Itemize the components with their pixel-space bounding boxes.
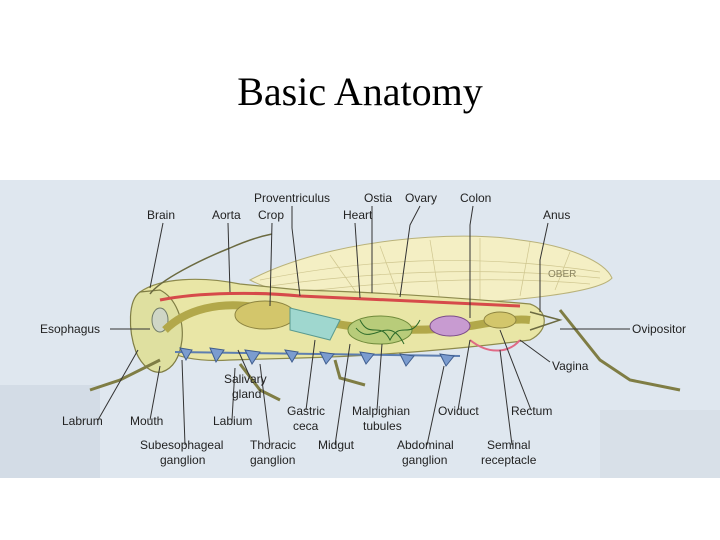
gastric-ceca bbox=[289, 307, 341, 341]
label-aorta: Aorta bbox=[212, 208, 241, 222]
label-salivary-gland-line1: Salivary bbox=[224, 372, 267, 386]
label-abdominal-line1: Abdominal bbox=[397, 438, 454, 452]
grasshopper-anatomy-diagram: OBER bbox=[0, 180, 720, 478]
label-ostia: Ostia bbox=[364, 191, 392, 205]
label-abdominal-line2: ganglion bbox=[402, 453, 447, 467]
ovipositor bbox=[529, 311, 563, 331]
label-crop: Crop bbox=[258, 208, 284, 222]
label-malpighian-line2: tubules bbox=[363, 419, 402, 433]
label-malpighian-line1: Malpighian bbox=[352, 404, 410, 418]
page-text-ghost-left bbox=[0, 385, 100, 478]
leader-lines bbox=[97, 205, 630, 446]
label-proventriculus: Proventriculus bbox=[254, 191, 330, 205]
label-subesophageal-line1: Subesophageal bbox=[140, 438, 223, 452]
label-brain: Brain bbox=[147, 208, 175, 222]
crop bbox=[234, 300, 296, 330]
rectum bbox=[483, 311, 517, 329]
ovary bbox=[429, 315, 471, 337]
label-seminal-line2: receptacle bbox=[481, 453, 537, 467]
label-esophagus: Esophagus bbox=[40, 322, 100, 336]
page-text-ghost-right bbox=[600, 410, 720, 478]
label-mouth: Mouth bbox=[130, 414, 163, 428]
label-thoracic-line1: Thoracic bbox=[250, 438, 296, 452]
body-outline bbox=[139, 278, 545, 362]
label-ovipositor: Ovipositor bbox=[632, 322, 686, 336]
antenna bbox=[149, 233, 273, 295]
label-salivary-gland-line2: gland bbox=[232, 387, 261, 401]
label-heart: Heart bbox=[343, 208, 373, 222]
label-midgut: Midgut bbox=[318, 438, 355, 452]
watermark-text: OBER bbox=[548, 269, 576, 280]
label-gastric-ceca-line1: Gastric bbox=[287, 404, 325, 418]
oviduct bbox=[469, 339, 521, 352]
label-gastric-ceca-line2: ceca bbox=[293, 419, 319, 433]
label-labrum: Labrum bbox=[62, 414, 103, 428]
label-labium: Labium bbox=[213, 414, 252, 428]
malpighian-tubules bbox=[355, 319, 421, 345]
label-vagina: Vagina bbox=[552, 359, 589, 373]
legs bbox=[89, 309, 681, 402]
label-subesophageal-line2: ganglion bbox=[160, 453, 205, 467]
ganglia bbox=[179, 347, 455, 367]
label-thoracic-line2: ganglion bbox=[250, 453, 295, 467]
label-seminal-line1: Seminal bbox=[487, 438, 530, 452]
label-ovary: Ovary bbox=[405, 191, 437, 205]
label-oviduct: Oviduct bbox=[438, 404, 479, 418]
label-rectum: Rectum bbox=[511, 404, 552, 418]
label-colon: Colon bbox=[460, 191, 491, 205]
dorsal-vessel bbox=[159, 291, 521, 308]
label-anus: Anus bbox=[543, 208, 570, 222]
wing-veins bbox=[259, 238, 601, 303]
slide-title: Basic Anatomy bbox=[237, 69, 483, 114]
